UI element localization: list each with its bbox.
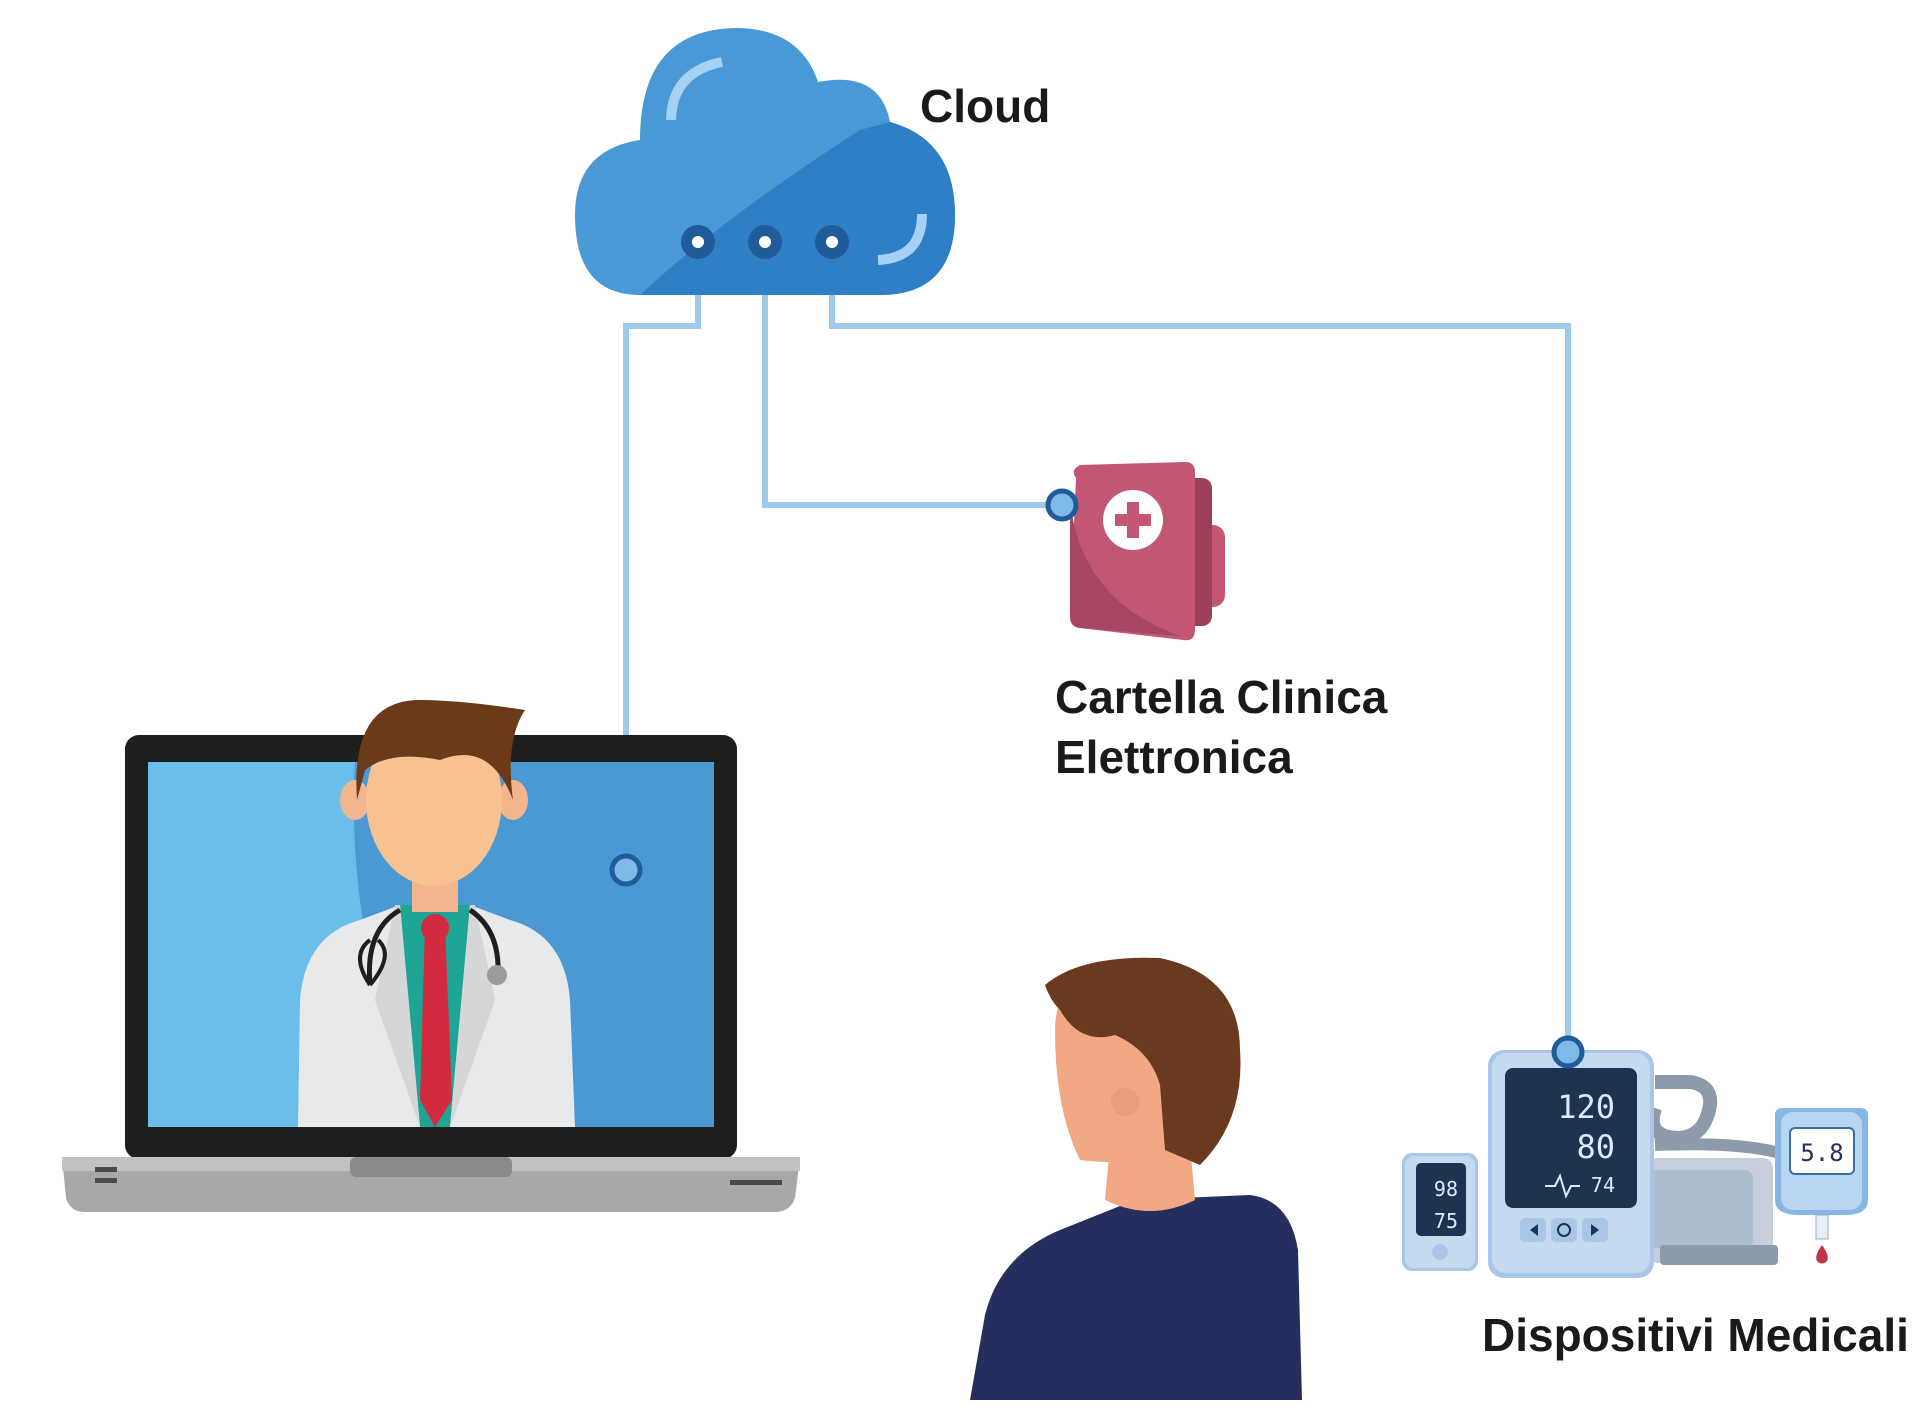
- connector-node-record: [1045, 488, 1079, 522]
- bp-pulse: 74: [1591, 1173, 1615, 1197]
- patient-avatar: [970, 957, 1302, 1400]
- cloud-icon: [575, 28, 955, 295]
- connector-node-doctor: [609, 853, 643, 887]
- record-label-line1: Cartella Clinica: [1055, 671, 1388, 723]
- pulse-oximeter: 98 75: [1402, 1153, 1478, 1271]
- oximeter-pulse: 75: [1434, 1209, 1458, 1233]
- bp-monitor-screen: [1505, 1068, 1637, 1208]
- glucometer-reading: 5.8: [1800, 1139, 1843, 1167]
- devices-label: Dispositivi Medicali: [1482, 1309, 1909, 1361]
- bp-diastolic: 80: [1576, 1128, 1615, 1166]
- health-record-folder-icon: [1070, 462, 1225, 641]
- bp-monitor-buttons: [1520, 1218, 1608, 1242]
- glucometer-screen: [1789, 1127, 1855, 1175]
- medical-devices: 120 80 74 98 75: [1402, 1050, 1868, 1278]
- laptop-icon: [62, 700, 800, 1212]
- right-arrow-icon: [1591, 1224, 1599, 1236]
- blood-pressure-monitor: 120 80 74: [1488, 1050, 1654, 1278]
- connector-cloud-to-devices: [829, 245, 1571, 1050]
- doctor-avatar: [298, 700, 575, 1127]
- connector-lines: [623, 245, 1571, 1050]
- oximeter-spo2: 98: [1434, 1177, 1458, 1201]
- bp-systolic: 120: [1557, 1088, 1615, 1126]
- cloud-label: Cloud: [920, 80, 1050, 132]
- glucometer: 5.8: [1775, 1108, 1868, 1264]
- connector-cloud-to-record: [762, 245, 1062, 508]
- blood-drop-icon: [1816, 1245, 1828, 1264]
- connector-node-devices: [1551, 1035, 1585, 1069]
- heartbeat-icon: [1545, 1173, 1580, 1199]
- record-label-line2: Elettronica: [1055, 731, 1293, 783]
- power-icon: [1557, 1223, 1571, 1237]
- cloud-ports: [681, 225, 849, 259]
- oximeter-screen: [1416, 1163, 1466, 1236]
- oximeter-power-icon: [1432, 1244, 1448, 1260]
- left-arrow-icon: [1530, 1224, 1538, 1236]
